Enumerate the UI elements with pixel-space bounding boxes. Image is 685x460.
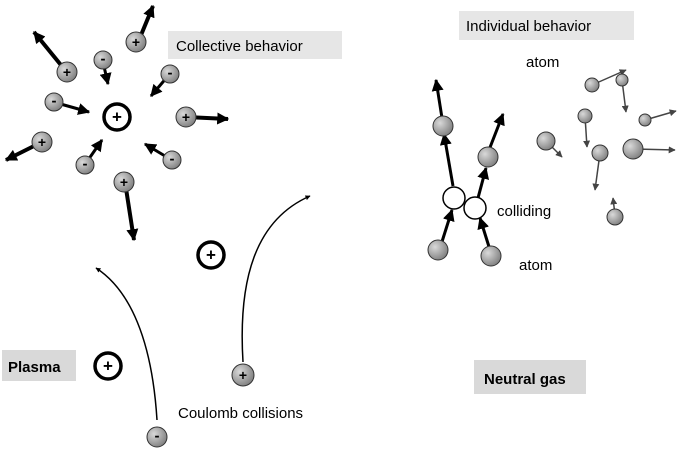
atom [536, 131, 556, 151]
atom [480, 245, 502, 267]
positive-ion: + [196, 240, 226, 270]
negative-particle: - [75, 155, 95, 175]
negative-particle: - [160, 64, 180, 84]
atom [591, 144, 609, 162]
atom-label-bottom: atom [519, 257, 552, 274]
atom [584, 77, 600, 93]
collective-label-bg [168, 31, 342, 59]
negative-particle: - [146, 426, 168, 448]
positive-particle: + [175, 106, 197, 128]
arrow [439, 132, 455, 187]
plasma-label-bg [2, 350, 76, 381]
atom [577, 108, 593, 124]
collective-behavior-label: Collective behavior [176, 38, 303, 55]
svg-text:-: - [52, 93, 57, 110]
coulomb-collision: + - + [95, 195, 311, 448]
svg-text:-: - [170, 151, 175, 168]
svg-text:+: + [239, 367, 247, 383]
colliding-atom [463, 196, 487, 220]
svg-text:+: + [38, 134, 46, 150]
plasma-positive-ion: + [93, 351, 123, 381]
colliding-label: colliding [497, 203, 551, 220]
arrow [32, 30, 67, 72]
atom [432, 115, 454, 137]
individual-label-bg [459, 11, 634, 40]
atom [606, 208, 624, 226]
svg-text:+: + [103, 357, 113, 376]
positive-particle: + [31, 131, 53, 153]
individual-behavior-label: Individual behavior [466, 18, 591, 35]
arrow [431, 78, 444, 119]
svg-text:-: - [101, 51, 106, 68]
positive-particle: + [125, 31, 147, 53]
negative-particle: - [162, 150, 182, 170]
atom [638, 113, 652, 127]
svg-text:-: - [155, 428, 160, 445]
arrow [487, 112, 505, 151]
collective-particles: + + - - - + + - - + + [31, 31, 197, 193]
svg-text:-: - [83, 156, 88, 173]
atom [427, 239, 449, 261]
electron-trajectory [95, 267, 158, 421]
svg-text:+: + [206, 246, 216, 265]
atom [622, 138, 644, 160]
svg-text:+: + [63, 64, 71, 80]
svg-text:+: + [132, 34, 140, 50]
positive-particle: + [56, 61, 78, 83]
colliding-atom [442, 186, 466, 210]
neutral-gas-label: Neutral gas [484, 371, 566, 388]
positive-particle: + [231, 363, 255, 387]
atom-label-top: atom [526, 54, 559, 71]
central-positive-ion: + [102, 102, 132, 132]
coulomb-collisions-label: Coulomb collisions [178, 405, 303, 422]
arrow [477, 216, 492, 251]
free-atoms [536, 69, 677, 226]
ion-trajectory [241, 195, 311, 363]
svg-text:+: + [120, 174, 128, 190]
svg-text:+: + [112, 108, 122, 127]
positive-particle: + [113, 171, 135, 193]
colliding-atoms [427, 78, 505, 267]
plasma-label: Plasma [8, 359, 61, 376]
atom [615, 73, 629, 87]
svg-text:-: - [168, 65, 173, 82]
negative-particle: - [44, 92, 64, 112]
atom [477, 146, 499, 168]
negative-particle: - [93, 50, 113, 70]
arrow [476, 166, 490, 199]
svg-text:+: + [182, 109, 190, 125]
neutral-gas-label-bg [474, 360, 586, 394]
